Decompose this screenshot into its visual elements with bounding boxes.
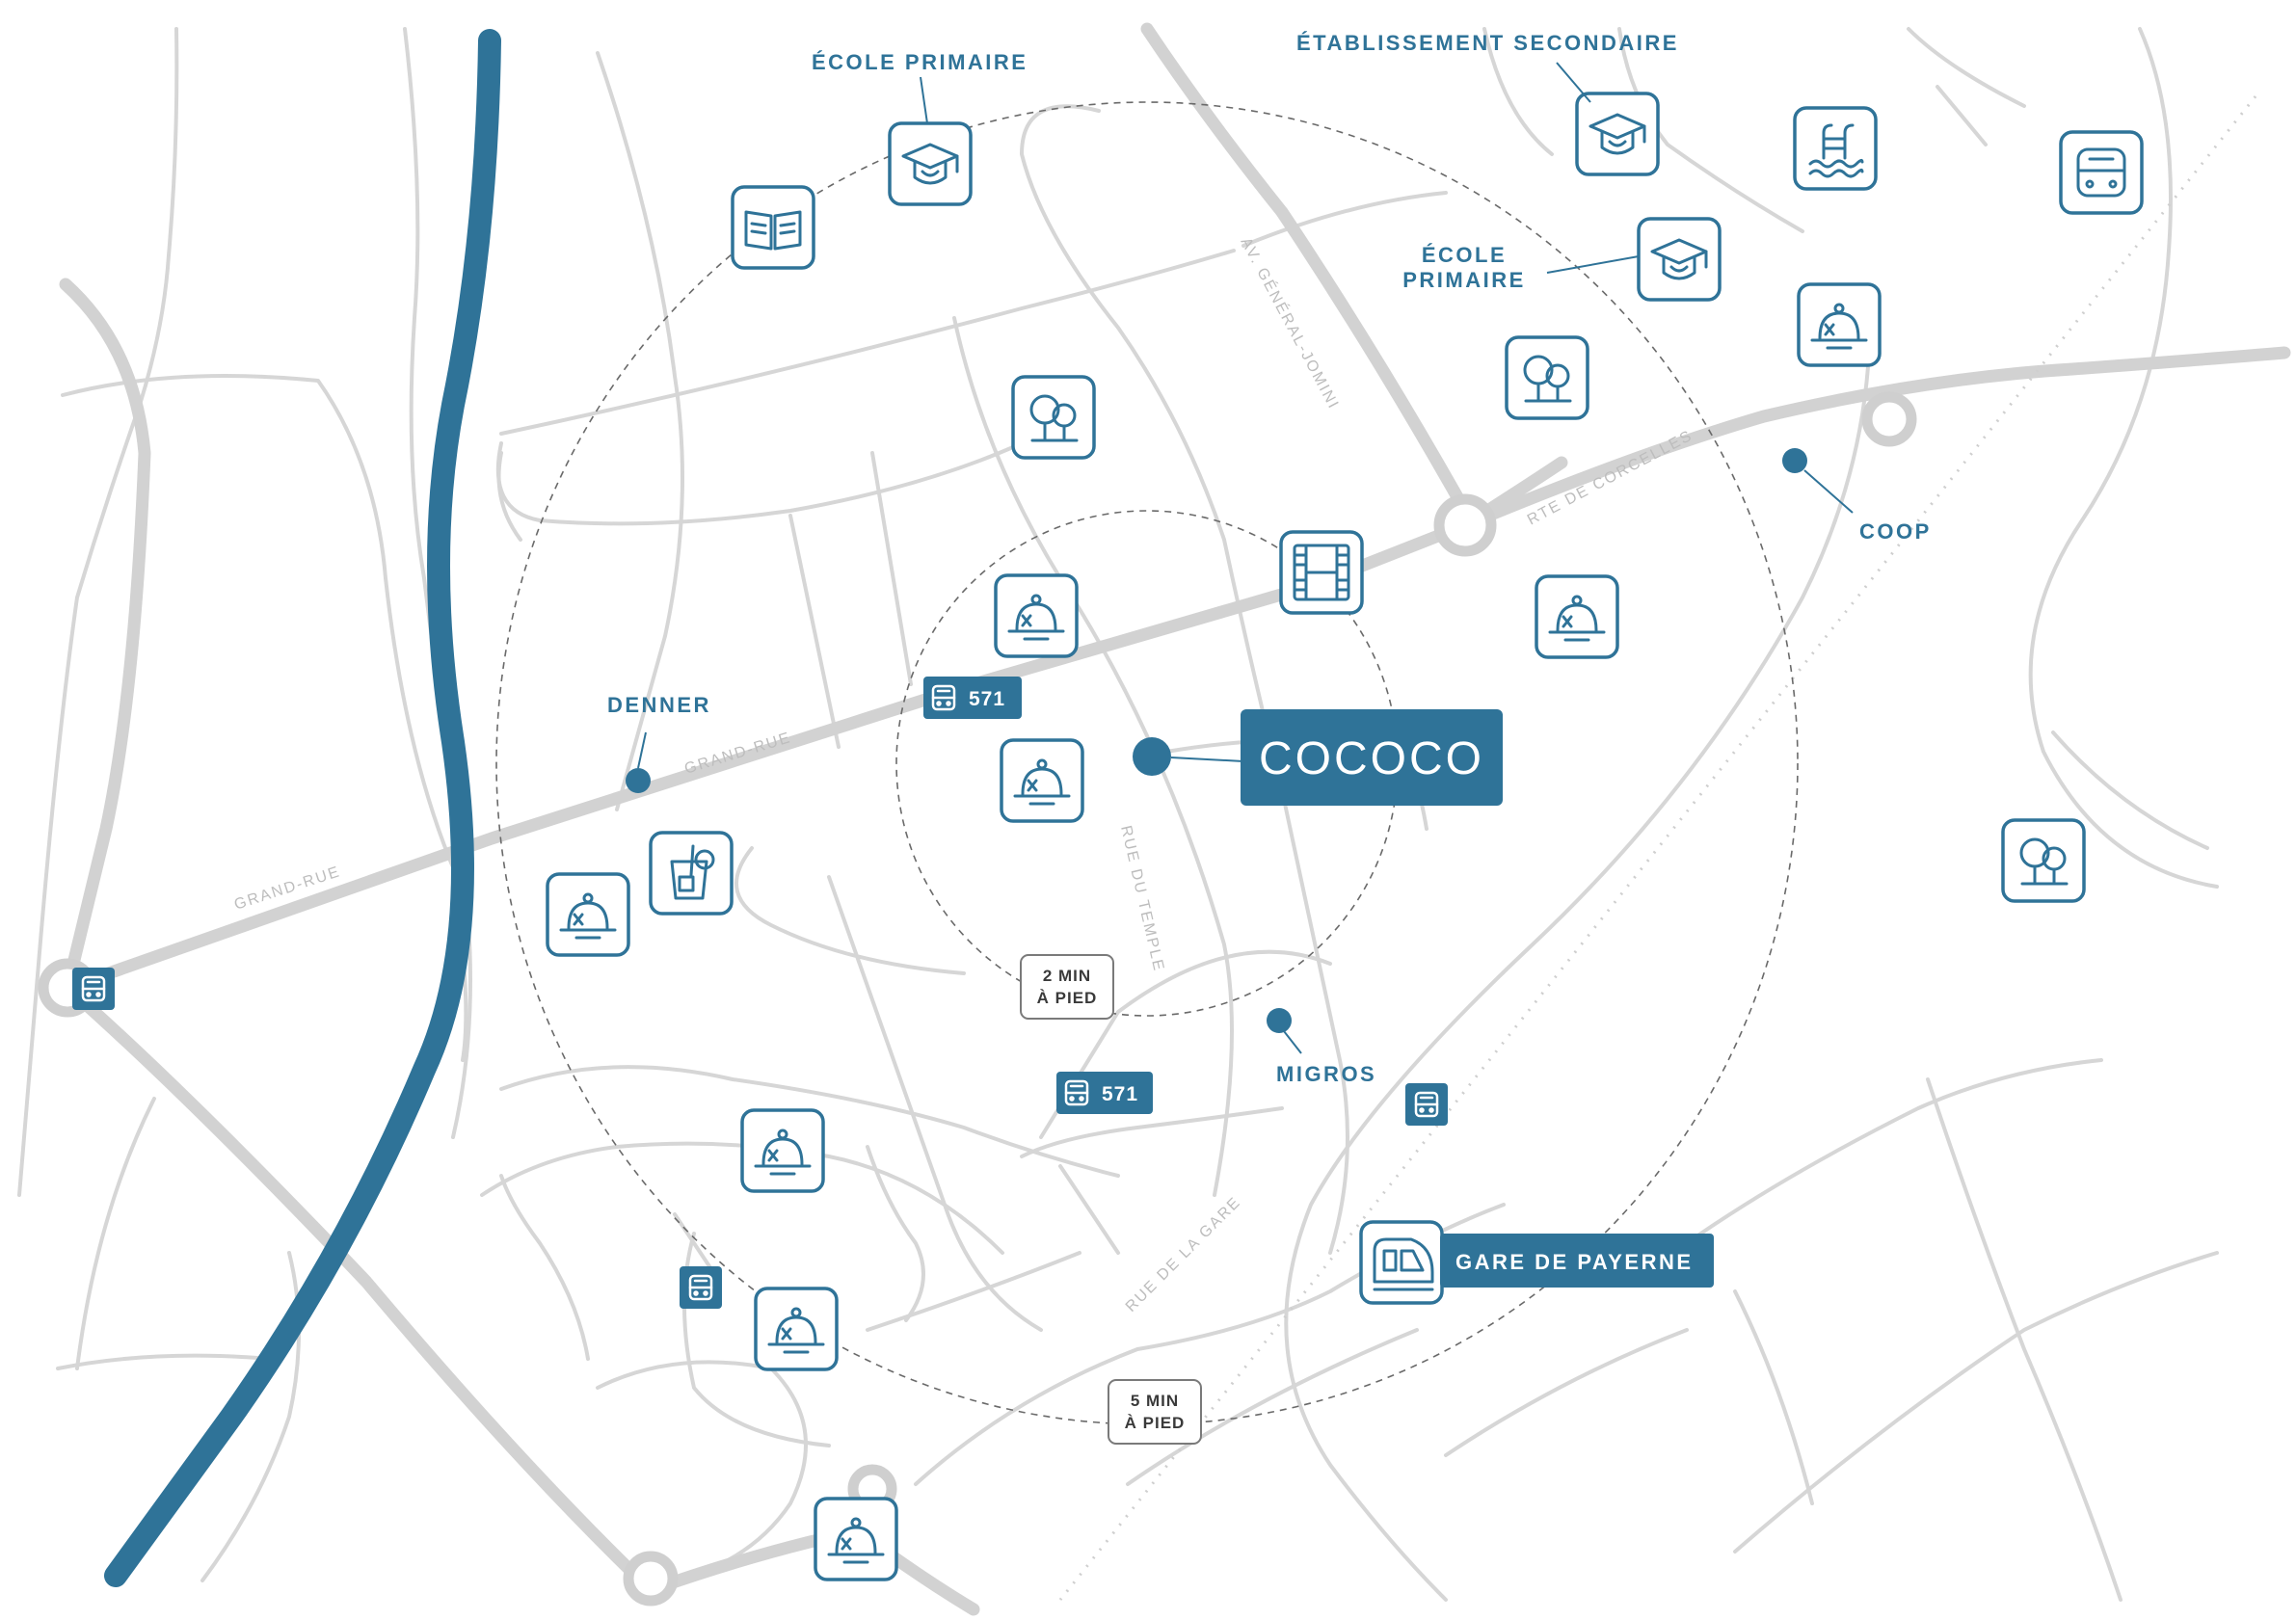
marker-cococo[interactable] [1133,737,1244,776]
place-labels: ÉCOLE PRIMAIRE ÉTABLISSEMENT SECONDAIRE … [607,31,1932,1086]
bus-line-number: 571 [969,688,1005,710]
poi-park-center[interactable] [1011,375,1096,460]
label-ecole-primaire-east-1: ÉCOLE [1422,243,1507,267]
bus-line-number: 571 [1102,1083,1138,1105]
walk-time-2min: 2 MIN À PIED [1020,954,1114,1020]
poi-restaurant-center-north[interactable] [994,573,1079,658]
leader-ecole-primaire-east [1546,255,1640,274]
poi-train-station[interactable] [1359,1220,1444,1305]
bus-line-badge-south[interactable]: 571 [1056,1072,1153,1114]
gare-name: GARE DE PAYERNE [1455,1250,1694,1274]
river [104,29,501,1587]
bus-stop-southeast[interactable] [1405,1083,1448,1126]
street-rte-de-corcelles: RTE DE CORCELLES [1525,428,1695,529]
label-denner: DENNER [607,693,711,717]
marker-migros[interactable] [1267,1008,1302,1054]
poi-restaurant-west[interactable] [546,872,630,957]
bus-line-badge-north[interactable]: 571 [923,677,1022,719]
label-etablissement-secondaire: ÉTABLISSEMENT SECONDAIRE [1296,31,1679,55]
poi-bar[interactable] [649,831,734,916]
marker-denner[interactable] [626,731,651,793]
major-roads [59,22,2291,1616]
street-av-general-jomini: AV. GÉNÉRAL-JOMINI [1237,234,1343,412]
poi-restaurant-south[interactable] [754,1287,839,1371]
marker-coop[interactable] [1782,448,1854,514]
svg-text:À PIED: À PIED [1037,989,1098,1007]
label-migros: MIGROS [1276,1062,1376,1086]
poi-restaurant-northeast[interactable] [1797,282,1882,367]
poi-restaurant-far-south[interactable] [814,1497,898,1581]
street-rue-de-la-gare: RUE DE LA GARE [1123,1194,1244,1315]
poi-swimming-pool[interactable] [1793,106,1878,191]
main-location-label[interactable]: COCOCO [1241,709,1503,806]
leader-ecole-primaire-north [920,76,928,124]
poi-library[interactable] [731,185,815,270]
poi-restaurant-east[interactable] [1535,574,1619,659]
street-rue-du-temple: RUE DU TEMPLE [1117,824,1167,973]
label-ecole-primaire-east-2: PRIMAIRE [1402,268,1526,292]
svg-text:5 MIN: 5 MIN [1131,1392,1179,1410]
minor-roads [17,27,2219,1602]
svg-text:2 MIN: 2 MIN [1043,967,1091,985]
roundabouts [38,391,1917,1607]
poi-bus-northeast[interactable] [2059,130,2144,215]
poi-ecole-primaire-east[interactable] [1637,217,1722,302]
poi-park-east[interactable] [2001,818,2086,903]
poi-cinema[interactable] [1279,530,1364,615]
svg-text:À PIED: À PIED [1125,1414,1186,1432]
poi-restaurant-center[interactable] [1000,738,1084,823]
poi-ecole-primaire-north[interactable] [888,121,973,206]
bus-stop-west[interactable] [72,968,115,1010]
bus-stop-southwest[interactable] [680,1266,722,1309]
poi-park-north[interactable] [1505,335,1589,420]
main-location-name: COCOCO [1259,733,1484,784]
label-coop: COOP [1859,519,1932,544]
poi-restaurant-southwest[interactable] [740,1108,825,1193]
poi-etablissement-secondaire[interactable] [1575,92,1660,176]
leader-etablissement-secondaire [1556,62,1591,103]
gare-label[interactable]: GARE DE PAYERNE [1440,1234,1714,1288]
label-ecole-primaire-north: ÉCOLE PRIMAIRE [812,50,1028,74]
walk-time-5min: 5 MIN À PIED [1108,1379,1202,1445]
